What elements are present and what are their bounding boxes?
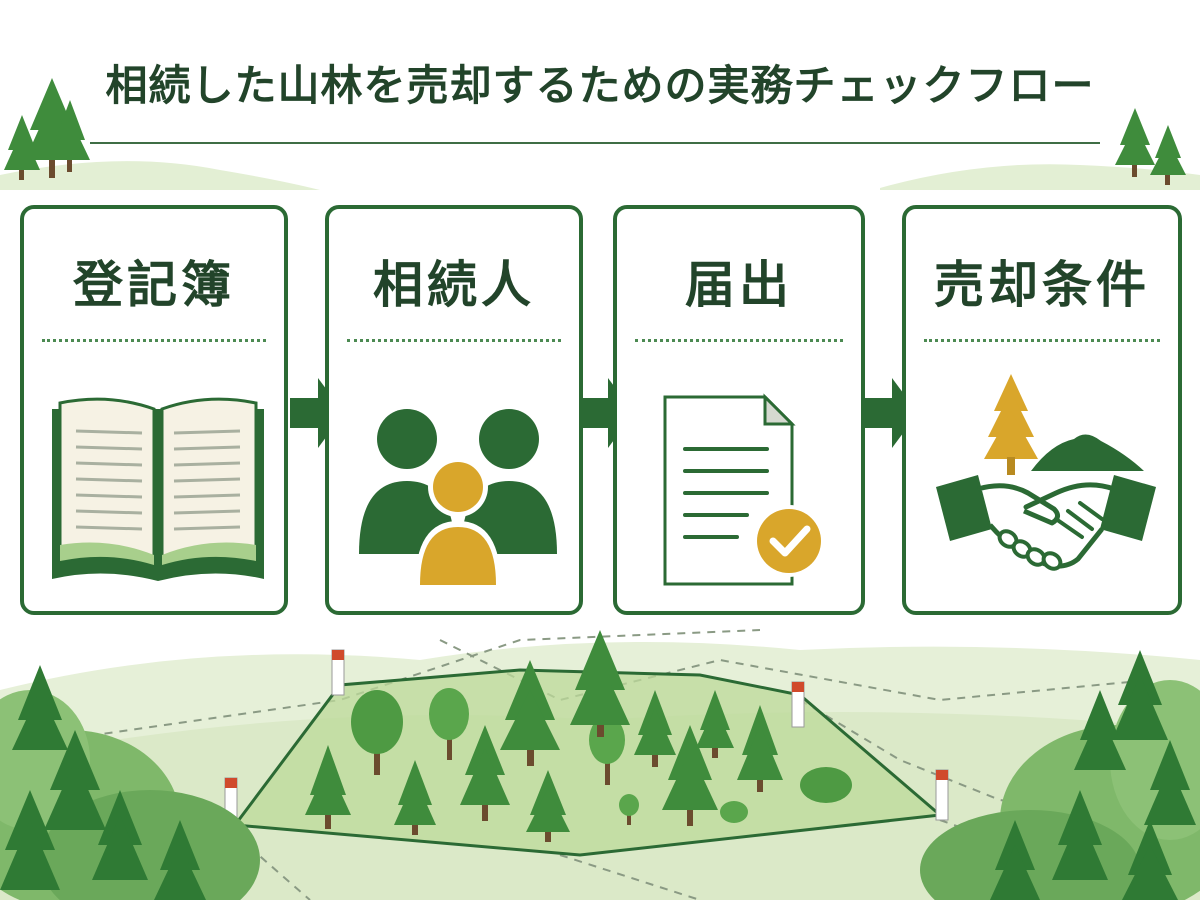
dotted-divider xyxy=(42,339,266,342)
step-label: 相続人 xyxy=(373,256,535,314)
dotted-divider xyxy=(635,339,843,342)
step-card-heirs: 相続人 xyxy=(325,205,583,615)
mountain-icon xyxy=(1031,434,1144,471)
dotted-divider xyxy=(347,339,561,342)
step-label: 届出 xyxy=(685,256,793,314)
tree-icon xyxy=(984,374,1038,475)
dotted-divider xyxy=(924,339,1160,342)
handshake-icon xyxy=(936,374,1156,571)
step-card-sale-terms: 売却条件 xyxy=(902,205,1182,615)
open-book-icon xyxy=(52,397,264,581)
title-divider xyxy=(90,142,1100,144)
people-icon xyxy=(359,409,557,587)
step-card-notification: 届出 xyxy=(613,205,865,615)
document-check-icon xyxy=(663,393,825,586)
step-label: 登記簿 xyxy=(73,256,235,314)
step-card-registry: 登記簿 xyxy=(20,205,288,615)
page-title: 相続した山林を売却するための実務チェックフロー xyxy=(105,61,1095,110)
step-label: 売却条件 xyxy=(934,256,1150,314)
